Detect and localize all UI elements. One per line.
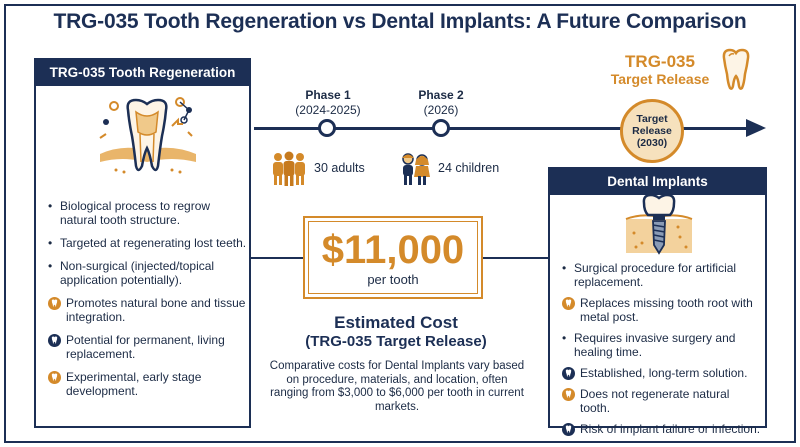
- regeneration-panel: TRG-035 Tooth Regeneration • Biological …: [34, 58, 251, 428]
- list-item: • Requires invasive surgery and healing …: [562, 331, 736, 359]
- list-item: Promotes natural bone and tissue integra…: [48, 296, 248, 324]
- page-title: TRG-035 Tooth Regeneration vs Dental Imp…: [53, 10, 747, 33]
- estimated-cost-label: Estimated Cost (TRG-035 Target Release): [305, 313, 487, 350]
- price-amount: $11,000: [321, 228, 465, 272]
- connector-line: [483, 257, 548, 259]
- regeneration-feature-list: • Biological process to regrow natural t…: [48, 199, 248, 407]
- list-item: • Biological process to regrow natural t…: [48, 199, 211, 227]
- adults-icon: [273, 151, 305, 186]
- timeline-line: [254, 127, 750, 130]
- tooth-icon: [48, 297, 61, 310]
- bullet-dot: •: [48, 259, 53, 273]
- children-icon: [402, 153, 430, 185]
- tooth-icon: [562, 423, 575, 436]
- list-item: • Surgical procedure for artificial repl…: [562, 261, 737, 289]
- phase-2-node: [432, 119, 450, 137]
- bullet-dot: •: [48, 199, 53, 213]
- tooth-icon: [562, 367, 575, 380]
- bullet-dot: •: [48, 236, 53, 250]
- bullet-dot: •: [562, 331, 567, 345]
- regenerating-tooth-icon: [99, 97, 196, 174]
- implants-feature-list: • Surgical procedure for artificial repl…: [562, 261, 762, 436]
- list-item: • Non-surgical (injected/topical applica…: [48, 259, 215, 287]
- phase-1-years: (2024-2025): [295, 103, 361, 117]
- price-box: $11,000 per tooth: [303, 216, 483, 299]
- target-release-node: Target Release (2030): [620, 99, 684, 163]
- comparison-text: Comparative costs for Dental Implants va…: [269, 360, 525, 413]
- list-item: Risk of implant failure or infection.: [562, 422, 762, 436]
- tooth-icon: [48, 371, 61, 384]
- tooth-icon: [48, 334, 61, 347]
- bullet-dot: •: [562, 261, 567, 275]
- outer-frame: [4, 4, 796, 443]
- implants-panel-heading: Dental Implants: [550, 169, 765, 195]
- phase-1-node: [318, 119, 336, 137]
- list-item: • Targeted at regenerating lost teeth.: [48, 236, 247, 250]
- price-unit: per tooth: [367, 272, 419, 287]
- phase-2-years: (2026): [423, 103, 459, 117]
- list-item: Potential for permanent, living replacem…: [48, 333, 248, 361]
- list-item: Established, long-term solution.: [562, 366, 762, 380]
- regeneration-panel-heading: TRG-035 Tooth Regeneration: [36, 60, 249, 86]
- dental-implant-icon: [625, 193, 693, 255]
- implants-panel: Dental Implants • Surgical procedure for…: [548, 167, 767, 436]
- phase-1-label: Phase 1 (2024-2025): [283, 88, 373, 118]
- tooth-icon: [562, 297, 575, 310]
- list-item: Experimental, early stage development.: [48, 370, 248, 398]
- phase-1-participant-count: 30 adults: [314, 161, 365, 175]
- phase-1-name: Phase 1: [305, 88, 351, 102]
- phase-2-participant-count: 24 children: [438, 161, 500, 175]
- target-release-heading: TRG-035 Target Release: [610, 52, 710, 87]
- phase-2-participants: 24 children: [398, 150, 499, 186]
- phase-2-name: Phase 2: [418, 88, 464, 102]
- phase-2-label: Phase 2 (2026): [396, 88, 486, 118]
- tooth-icon: [722, 48, 750, 90]
- list-item: Replaces missing tooth root with metal p…: [562, 296, 762, 324]
- timeline-arrowhead: [746, 119, 766, 137]
- tooth-icon: [562, 388, 575, 401]
- list-item: Does not regenerate natural tooth.: [562, 387, 762, 415]
- phase-1-participants: 30 adults: [270, 150, 365, 186]
- connector-line: [251, 257, 303, 259]
